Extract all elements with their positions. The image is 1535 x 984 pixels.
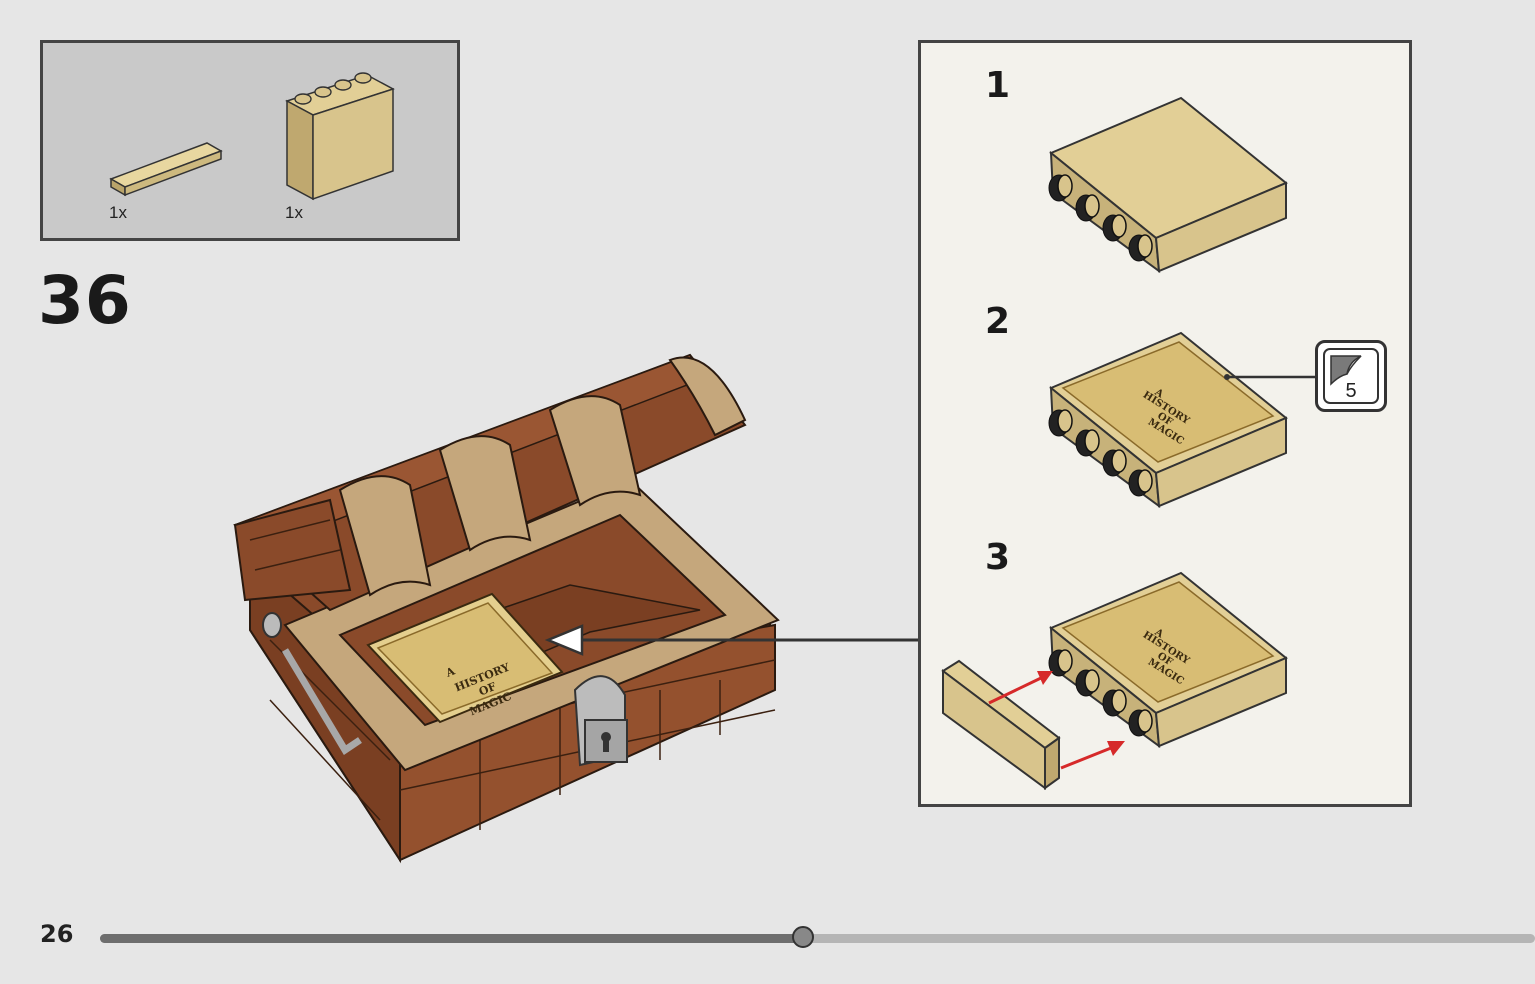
tile-qty: 1x	[109, 203, 127, 222]
substep-3-assembly: A HISTORY OF MAGIC	[941, 571, 1288, 790]
page-number: 26	[40, 920, 74, 948]
sub-assembly-panel: 1 2 A HISTORY OF MAGIC	[918, 40, 1412, 807]
tile-1x4-part	[109, 142, 223, 197]
progress-fill	[100, 934, 804, 943]
sticker-peel-icon	[1330, 355, 1362, 386]
progress-track[interactable]	[100, 926, 1535, 948]
substep-2-brick-with-sticker: A HISTORY OF MAGIC	[1048, 331, 1288, 509]
sticker-count: 5	[1345, 380, 1357, 402]
progress-handle[interactable]	[792, 926, 815, 948]
substep-2-number: 2	[985, 301, 1011, 342]
parts-callout: 1x 1x	[40, 40, 460, 241]
sticker-callout: 5	[1315, 340, 1387, 412]
sticker-leader-line	[1224, 374, 1317, 380]
brick-1x4x3-part	[285, 72, 395, 201]
sticker-frame	[1323, 348, 1379, 404]
substep-1-brick	[1048, 96, 1288, 274]
substep-1-number: 1	[985, 65, 1011, 106]
treasure-chest-model: A HISTORY OF MAGIC	[233, 353, 918, 864]
step-number: 36	[38, 262, 132, 339]
brick-qty: 1x	[285, 203, 303, 222]
substep-3-number: 3	[985, 537, 1011, 578]
book-text-of: OF	[477, 680, 498, 699]
